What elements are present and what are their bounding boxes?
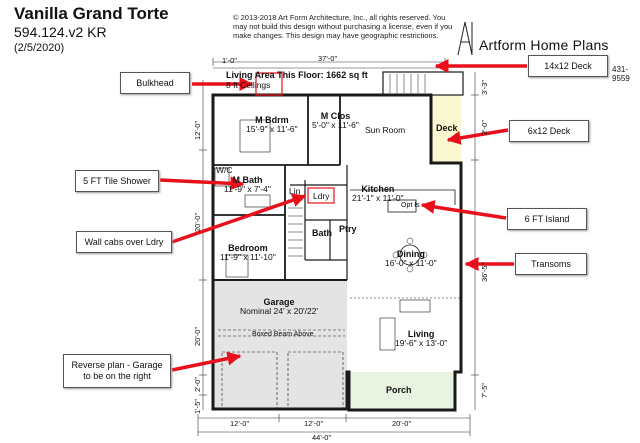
ceilings-label: 8 ft Ceilings <box>226 80 271 90</box>
callout-arrows <box>159 59 527 372</box>
brand-phone: 431-9559 <box>612 65 630 83</box>
dim-left-c: 20'-0" <box>193 326 202 346</box>
callout-island: 6 FT Island <box>507 208 587 230</box>
room-sun-room: Sun Room <box>365 125 406 135</box>
dim-left-a: 12'-0" <box>193 120 202 140</box>
beam-label: Boxed Beam Above <box>252 331 314 338</box>
area-label: Living Area This Floor: 1662 sq ft <box>226 70 368 80</box>
dim-right-a: 3'-3" <box>480 80 489 95</box>
dimension-lines <box>197 58 479 436</box>
callout-6x12-deck: 6x12 Deck <box>509 120 589 142</box>
room-wic: W/C <box>216 165 233 175</box>
dim-bottom-total: 44'-0" <box>312 433 332 442</box>
dim-right-b: 2'-0" <box>480 120 489 135</box>
brand-logo-mark <box>457 21 473 56</box>
dim-right-d: 7'-5" <box>480 383 489 398</box>
deck-fill <box>431 95 461 163</box>
dim-bottom-a: 12'-0" <box>230 419 250 428</box>
dim-top-left: 1'-0" <box>222 56 237 65</box>
walls <box>211 71 464 412</box>
callout-wall-cabs: Wall cabs over Ldry <box>76 231 172 253</box>
dim-right-c: 36'-5" <box>480 262 489 282</box>
garage-fill <box>213 281 347 409</box>
room-ldry: Ldry <box>313 191 330 201</box>
plan-date: (2/5/2020) <box>14 42 65 54</box>
callout-tile-shower: 5 FT Tile Shower <box>75 170 159 192</box>
dim-left-b: 20'-0" <box>193 212 202 232</box>
brand-name: Artform Home Plans <box>479 37 609 53</box>
room-lin: Lin <box>289 186 301 196</box>
copyright-notice: © 2013-2018 Art Form Architecture, Inc.,… <box>233 13 453 40</box>
dim-bottom-b: 12'-0" <box>304 419 324 428</box>
callout-transoms: Transoms <box>515 253 587 275</box>
room-bath: Bath <box>312 228 332 238</box>
callout-14x12-deck: 14x12 Deck <box>528 55 608 77</box>
callout-reverse-plan: Reverse plan - Garage to be on the right <box>63 354 171 388</box>
room-deck: Deck <box>436 123 458 133</box>
island-option-label: Opt Is <box>401 202 420 209</box>
plan-id: 594.124.v2 KR <box>14 24 107 40</box>
dim-left-d: 2'-0" <box>193 377 202 392</box>
room-ptry: Ptry <box>339 224 357 234</box>
plan-title: Vanilla Grand Torte <box>14 4 169 23</box>
dim-top-total: 37'-0" <box>318 54 338 63</box>
porch-fill <box>349 372 455 410</box>
dim-bottom-c: 20'-0" <box>392 419 412 428</box>
room-porch: Porch <box>386 385 412 395</box>
callout-bulkhead: Bulkhead <box>120 72 190 94</box>
dim-left-e: 1'-5" <box>193 399 202 414</box>
